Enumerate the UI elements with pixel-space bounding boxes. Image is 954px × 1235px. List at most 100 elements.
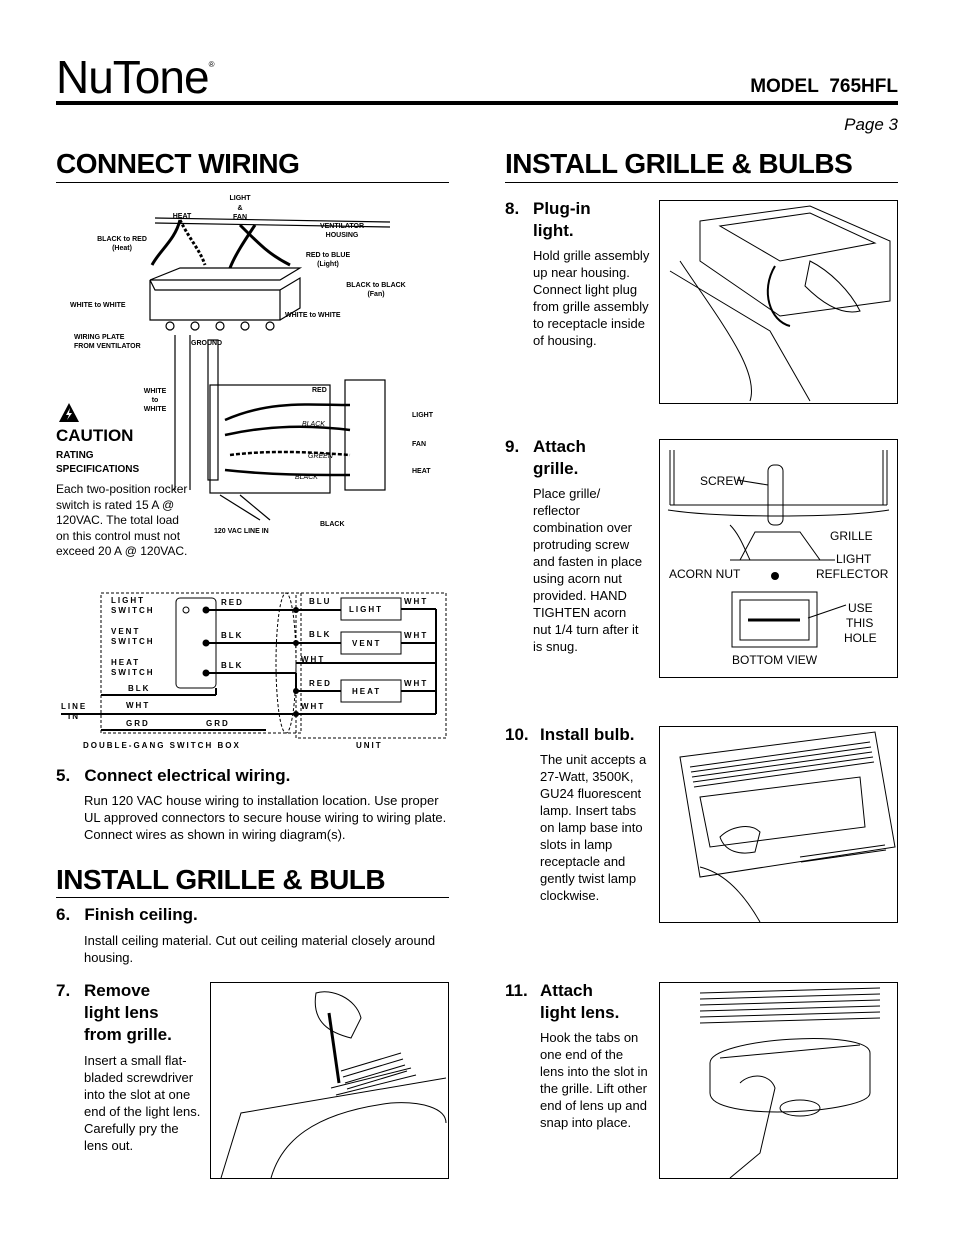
- lbl-white-white-left: WHITE to WHITE: [70, 302, 126, 309]
- svg-text:HOLE: HOLE: [844, 631, 877, 645]
- svg-text:BLACK to BLACK: BLACK to BLACK: [346, 282, 406, 289]
- svg-text:&: &: [237, 205, 242, 212]
- header-rule: [56, 101, 898, 105]
- svg-text:LIGHT: LIGHT: [349, 605, 383, 614]
- svg-text:THIS: THIS: [846, 616, 873, 630]
- svg-text:WHT: WHT: [301, 655, 325, 664]
- svg-text:(Fan): (Fan): [367, 291, 384, 298]
- lbl-ground: GROUND: [191, 340, 222, 347]
- attach-grille-diagram: SCREW GRILLE LIGHT REFLECTOR ACORN NUT U…: [659, 439, 898, 678]
- svg-text:WHT: WHT: [301, 702, 325, 711]
- lbl-black1: BLACK: [302, 421, 325, 428]
- svg-text:REFLECTOR: REFLECTOR: [816, 567, 889, 581]
- section-rule: [56, 182, 449, 183]
- step-9-text: Place grille/ reflector combination over…: [533, 486, 643, 654]
- caution-text: Each two-position rocker switch is rated…: [56, 482, 188, 558]
- install-bulb-illustration: [659, 726, 898, 923]
- svg-text:SWITCH: SWITCH: [111, 637, 155, 646]
- section-rule: [56, 897, 449, 898]
- lbl-heat2: HEAT: [412, 468, 431, 475]
- caution-subtitle: RATING SPECIFICATIONS: [56, 450, 140, 475]
- lbl-light: LIGHT: [412, 412, 434, 419]
- svg-text:WHITE: WHITE: [144, 406, 167, 413]
- wire-labels: HEAT LIGHT & FAN VENTILATOR HOUSING BLAC…: [70, 195, 434, 535]
- lbl-black2: BLACK: [295, 474, 318, 481]
- step-6-text: Install ceiling material. Cut out ceilin…: [84, 933, 436, 965]
- svg-text:VENT: VENT: [111, 627, 140, 636]
- lbl-heat: HEAT: [173, 213, 192, 220]
- warning-icon: [59, 403, 79, 422]
- svg-text:WIRING PLATE: WIRING PLATE: [74, 334, 125, 341]
- step-7-text: Insert a small flat-bladed screwdriver i…: [84, 1053, 201, 1153]
- svg-text:VENTILATOR: VENTILATOR: [320, 223, 364, 230]
- step-5-text: Run 120 VAC house wiring to installation…: [84, 793, 447, 842]
- svg-text:WHT: WHT: [404, 679, 428, 688]
- svg-text:DOUBLE-GANG SWITCH BOX: DOUBLE-GANG SWITCH BOX: [83, 741, 241, 750]
- step-5-heading: 5. Connect electrical wiring.: [56, 766, 291, 785]
- svg-text:ACORN NUT: ACORN NUT: [669, 567, 741, 581]
- svg-text:GRD: GRD: [126, 719, 150, 728]
- svg-text:BLK: BLK: [309, 630, 331, 639]
- svg-text:to: to: [152, 397, 159, 404]
- lbl-black3: BLACK: [320, 521, 345, 528]
- svg-text:HOUSING: HOUSING: [326, 232, 359, 239]
- attach-lens-illustration: [659, 982, 898, 1179]
- svg-text:LINE: LINE: [61, 702, 87, 711]
- step-11-text: Hook the tabs on one end of the lens int…: [540, 1030, 648, 1130]
- step-11-heading: 11. Attach light lens.: [505, 981, 620, 1022]
- svg-text:BOTTOM VIEW: BOTTOM VIEW: [732, 653, 818, 667]
- svg-text:RED: RED: [309, 679, 332, 688]
- svg-text:USE: USE: [848, 601, 873, 615]
- step-8-text: Hold grille assembly up near housing. Co…: [533, 248, 650, 348]
- step-6-heading: 6. Finish ceiling.: [56, 905, 198, 924]
- svg-text:BLK: BLK: [221, 661, 243, 670]
- svg-text:BLACK to RED: BLACK to RED: [97, 236, 147, 243]
- section-rule: [505, 182, 898, 183]
- svg-text:WHT: WHT: [126, 701, 150, 710]
- svg-text:FAN: FAN: [233, 214, 247, 221]
- svg-text:UNIT: UNIT: [356, 741, 383, 750]
- svg-text:SWITCH: SWITCH: [111, 606, 155, 615]
- step-10-heading: 10. Install bulb.: [505, 725, 635, 744]
- svg-text:HEAT: HEAT: [111, 658, 140, 667]
- caution-title: CAUTION: [56, 426, 134, 445]
- svg-text:BLK: BLK: [128, 684, 150, 693]
- svg-text:FROM VENTILATOR: FROM VENTILATOR: [74, 343, 141, 350]
- page-number: Page 3: [844, 115, 898, 134]
- svg-text:(Light): (Light): [317, 261, 339, 268]
- lbl-green: GREEN: [308, 453, 334, 460]
- svg-text:SCREW: SCREW: [700, 474, 745, 488]
- svg-text:WHT: WHT: [404, 631, 428, 640]
- svg-text:BLK: BLK: [221, 631, 243, 640]
- step-10-text: The unit accepts a 27-Watt, 3500K, GU24 …: [540, 752, 647, 903]
- plug-in-light-illustration: [659, 200, 898, 404]
- svg-text:WHT: WHT: [404, 597, 428, 606]
- step-8-heading: 8. Plug-in light.: [505, 199, 591, 240]
- svg-text:SWITCH: SWITCH: [111, 668, 155, 677]
- svg-text:(Heat): (Heat): [112, 245, 132, 252]
- svg-text:LIGHT: LIGHT: [111, 596, 145, 605]
- lbl-line-in: 120 VAC LINE IN: [214, 528, 269, 535]
- svg-text:HEAT: HEAT: [352, 687, 381, 696]
- remove-lens-illustration: [210, 982, 449, 1179]
- acorn-nut-icon: [771, 572, 779, 580]
- step-7-heading: 7. Remove light lens from grille.: [56, 981, 172, 1044]
- lbl-red: RED: [312, 387, 327, 394]
- svg-text:VENT: VENT: [352, 639, 381, 648]
- svg-text:LIGHT: LIGHT: [836, 552, 872, 566]
- connect-wiring-title: CONNECT WIRING: [56, 148, 300, 179]
- install-grille-bulbs-title: INSTALL GRILLE & BULBS: [505, 148, 853, 179]
- svg-text:BLU: BLU: [309, 597, 331, 606]
- lbl-white-white-right: WHITE to WHITE: [285, 312, 341, 319]
- lbl-fan: FAN: [412, 441, 426, 448]
- svg-text:IN: IN: [68, 712, 80, 721]
- svg-text:WHITE: WHITE: [144, 388, 167, 395]
- step-9-heading: 9. Attach grille.: [505, 437, 586, 478]
- wiring-diagram: HEAT LIGHT & FAN VENTILATOR HOUSING BLAC…: [70, 195, 434, 535]
- model-label: MODEL 765HFL: [750, 76, 898, 97]
- svg-text:RED to BLUE: RED to BLUE: [306, 252, 351, 259]
- nutone-logo: NuTone®: [56, 51, 214, 103]
- lbl-light-fan: LIGHT: [230, 195, 252, 202]
- install-grille-bulb-title: INSTALL GRILLE & BULB: [56, 864, 386, 895]
